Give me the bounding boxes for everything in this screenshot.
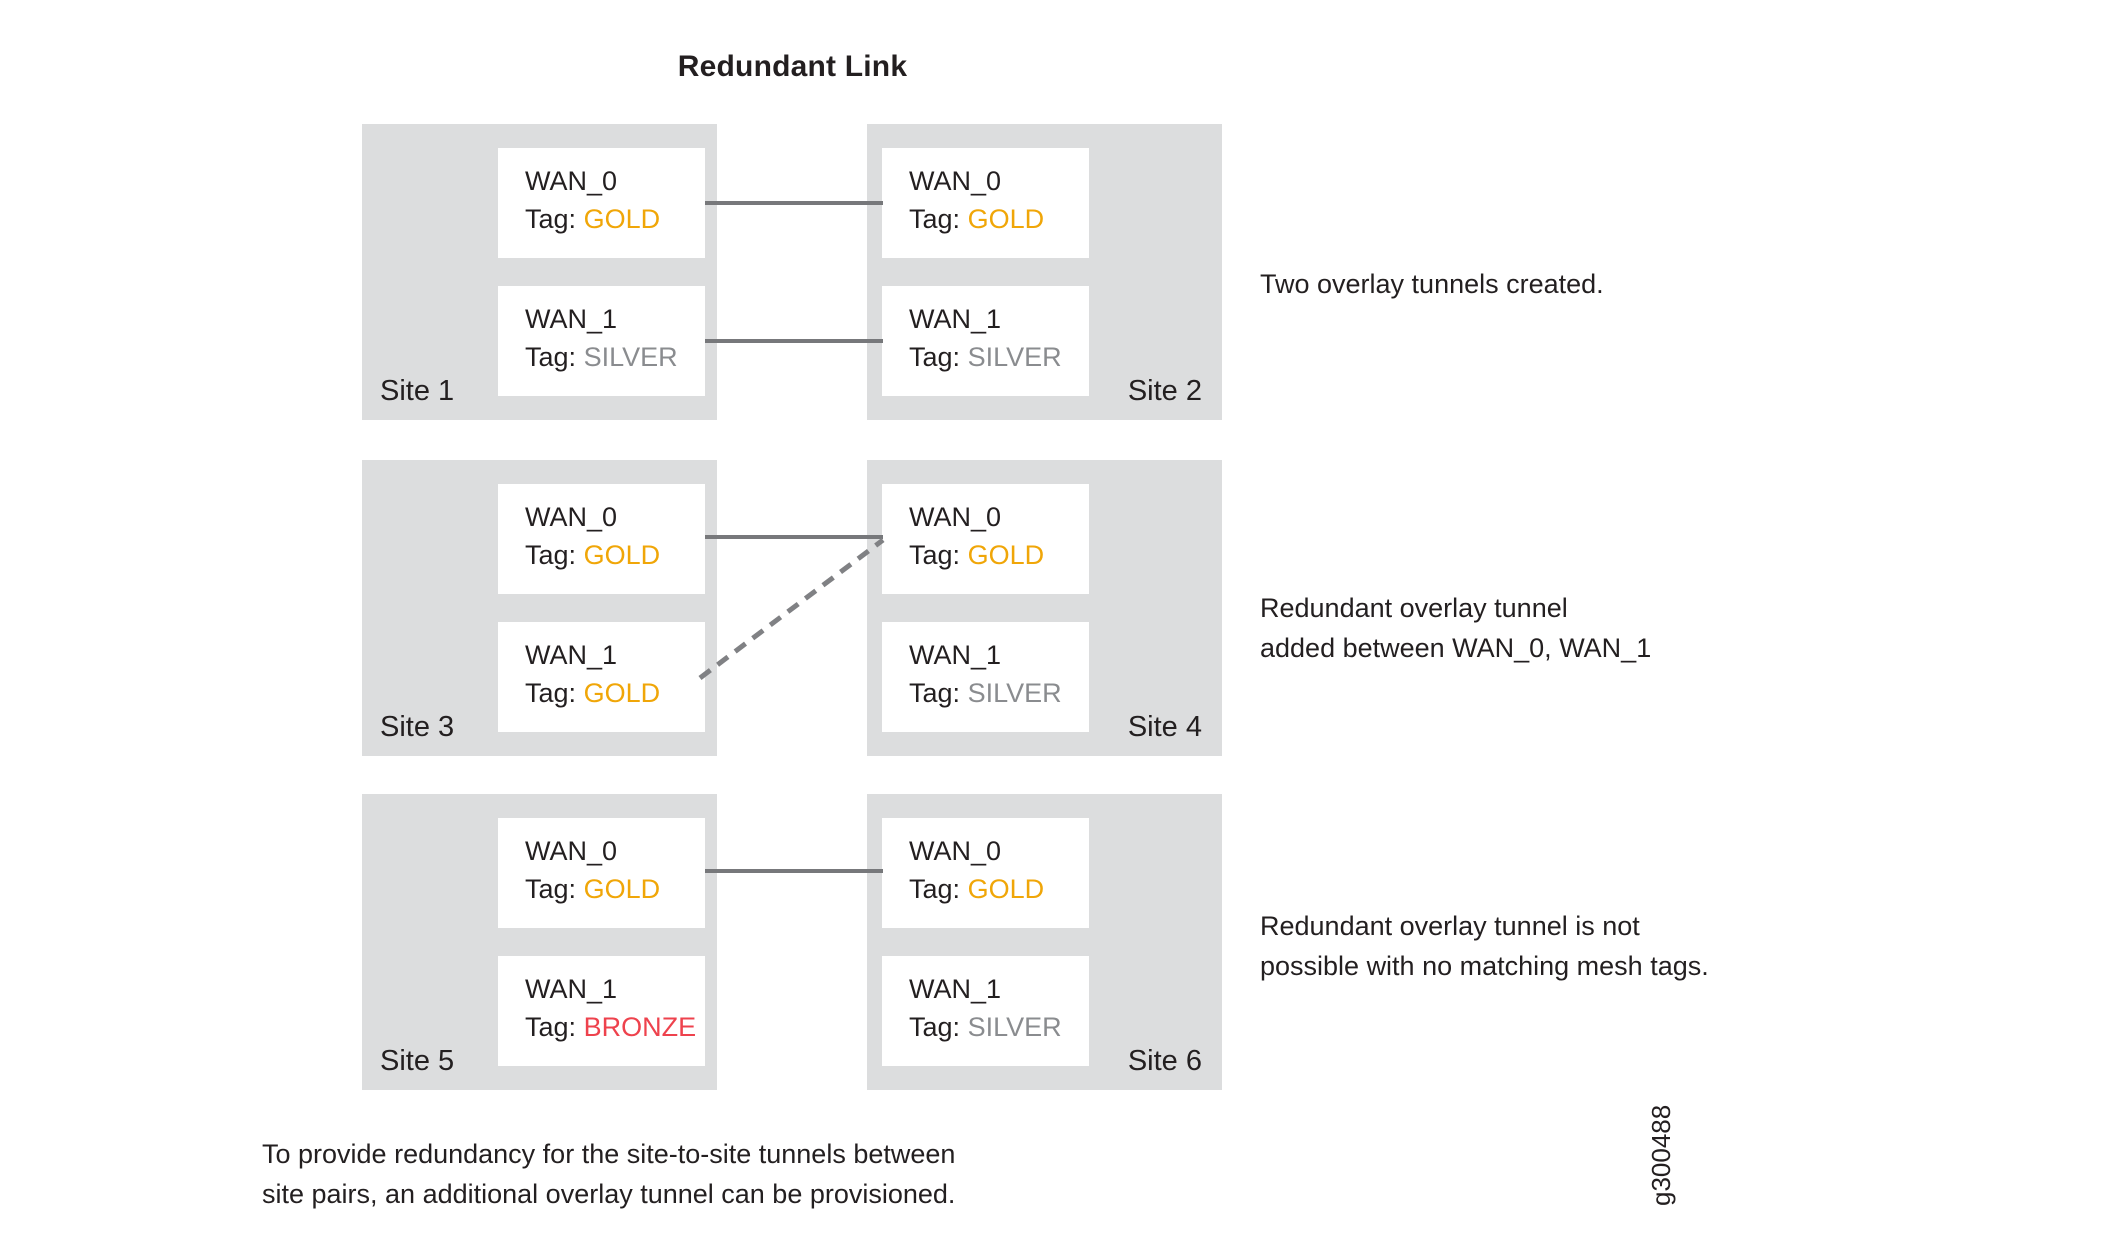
wan-tag-line: Tag: GOLD	[909, 870, 1089, 908]
tag-label: Tag:	[525, 678, 577, 708]
tag-value: SILVER	[967, 678, 1062, 708]
site-box-site2: WAN_0 Tag: GOLD WAN_1 Tag: SILVER Site 2	[867, 124, 1222, 420]
caption-line: To provide redundancy for the site-to-si…	[262, 1139, 956, 1169]
tag-value: GOLD	[967, 540, 1045, 570]
tag-label: Tag:	[909, 678, 961, 708]
link-line-solid-wan1	[705, 339, 883, 343]
wan-name-label: WAN_1	[909, 974, 1002, 1004]
tag-label: Tag:	[525, 204, 577, 234]
link-line-dashed-wan1-wan0	[698, 538, 885, 680]
annotation-line: Redundant overlay tunnel	[1260, 593, 1568, 623]
wan-box-site6-wan1: WAN_1 Tag: SILVER	[882, 956, 1089, 1066]
wan-box-site2-wan1: WAN_1 Tag: SILVER	[882, 286, 1089, 396]
wan-box-site5-wan1: WAN_1 Tag: BRONZE	[498, 956, 705, 1066]
annotation-row-3: Redundant overlay tunnel is not possible…	[1260, 906, 1709, 986]
wan-tag-line: Tag: SILVER	[909, 1008, 1089, 1046]
link-line-solid-wan0	[705, 201, 883, 205]
wan-name-label: WAN_0	[525, 836, 618, 866]
tag-value: SILVER	[583, 342, 678, 372]
tag-value: GOLD	[967, 874, 1045, 904]
annotation-row-1: Two overlay tunnels created.	[1260, 264, 1604, 304]
wan-box-site4-wan0: WAN_0 Tag: GOLD	[882, 484, 1089, 594]
site-name-label: Site 2	[1127, 375, 1202, 407]
tag-label: Tag:	[525, 342, 577, 372]
wan-name-label: WAN_0	[909, 166, 1002, 196]
wan-tag-line: Tag: SILVER	[909, 338, 1089, 376]
tag-value: GOLD	[583, 204, 661, 234]
wan-tag-line: Tag: GOLD	[525, 674, 705, 712]
site-box-site6: WAN_0 Tag: GOLD WAN_1 Tag: SILVER Site 6	[867, 794, 1222, 1090]
wan-box-site4-wan1: WAN_1 Tag: SILVER	[882, 622, 1089, 732]
wan-name-label: WAN_1	[909, 304, 1002, 334]
wan-tag-line: Tag: GOLD	[525, 536, 705, 574]
site-name-label: Site 4	[1127, 711, 1202, 743]
wan-name-label: WAN_1	[525, 974, 618, 1004]
site-box-site4: WAN_0 Tag: GOLD WAN_1 Tag: SILVER Site 4	[867, 460, 1222, 756]
tag-label: Tag:	[909, 342, 961, 372]
tag-label: Tag:	[909, 540, 961, 570]
link-line-solid-wan0	[705, 535, 883, 539]
link-line-solid-wan0	[705, 869, 883, 873]
tag-value: GOLD	[967, 204, 1045, 234]
wan-tag-line: Tag: GOLD	[909, 200, 1089, 238]
wan-tag-line: Tag: GOLD	[525, 200, 705, 238]
caption-line: site pairs, an additional overlay tunnel…	[262, 1179, 956, 1209]
tag-value: GOLD	[583, 678, 661, 708]
wan-box-site1-wan1: WAN_1 Tag: SILVER	[498, 286, 705, 396]
tag-label: Tag:	[909, 874, 961, 904]
wan-name-label: WAN_0	[909, 502, 1002, 532]
wan-name-label: WAN_0	[525, 502, 618, 532]
wan-tag-line: Tag: GOLD	[525, 870, 705, 908]
wan-box-site6-wan0: WAN_0 Tag: GOLD	[882, 818, 1089, 928]
wan-name-label: WAN_0	[525, 166, 618, 196]
wan-tag-line: Tag: SILVER	[909, 674, 1089, 712]
tag-label: Tag:	[525, 540, 577, 570]
site-name-label: Site 1	[380, 375, 455, 407]
figure-caption: To provide redundancy for the site-to-si…	[262, 1134, 956, 1214]
wan-box-site2-wan0: WAN_0 Tag: GOLD	[882, 148, 1089, 258]
wan-box-site3-wan1: WAN_1 Tag: GOLD	[498, 622, 705, 732]
annotation-line: added between WAN_0, WAN_1	[1260, 633, 1652, 663]
wan-box-site1-wan0: WAN_0 Tag: GOLD	[498, 148, 705, 258]
figure-id-vertical: g300488	[1646, 1104, 1676, 1206]
wan-name-label: WAN_1	[909, 640, 1002, 670]
tag-label: Tag:	[525, 874, 577, 904]
wan-box-site3-wan0: WAN_0 Tag: GOLD	[498, 484, 705, 594]
tag-value: SILVER	[967, 1012, 1062, 1042]
annotation-line: Redundant overlay tunnel is not	[1260, 911, 1640, 941]
site-name-label: Site 6	[1127, 1045, 1202, 1077]
site-name-label: Site 3	[380, 711, 455, 743]
annotation-line: possible with no matching mesh tags.	[1260, 951, 1709, 981]
tag-value: GOLD	[583, 540, 661, 570]
tag-label: Tag:	[909, 204, 961, 234]
page-title: Redundant Link	[677, 50, 908, 83]
site-box-site3: WAN_0 Tag: GOLD WAN_1 Tag: GOLD Site 3	[362, 460, 717, 756]
wan-name-label: WAN_1	[525, 304, 618, 334]
tag-label: Tag:	[909, 1012, 961, 1042]
tag-value: GOLD	[583, 874, 661, 904]
wan-box-site5-wan0: WAN_0 Tag: GOLD	[498, 818, 705, 928]
tag-label: Tag:	[525, 1012, 577, 1042]
wan-name-label: WAN_0	[909, 836, 1002, 866]
tag-value: SILVER	[967, 342, 1062, 372]
wan-tag-line: Tag: BRONZE	[525, 1008, 705, 1046]
annotation-line: Two overlay tunnels created.	[1260, 269, 1604, 299]
annotation-row-2: Redundant overlay tunnel added between W…	[1260, 588, 1651, 668]
site-name-label: Site 5	[380, 1045, 455, 1077]
wan-tag-line: Tag: SILVER	[525, 338, 705, 376]
site-box-site5: WAN_0 Tag: GOLD WAN_1 Tag: BRONZE Site 5	[362, 794, 717, 1090]
wan-tag-line: Tag: GOLD	[909, 536, 1089, 574]
site-box-site1: WAN_0 Tag: GOLD WAN_1 Tag: SILVER Site 1	[362, 124, 717, 420]
tag-value: BRONZE	[583, 1012, 697, 1042]
wan-name-label: WAN_1	[525, 640, 618, 670]
